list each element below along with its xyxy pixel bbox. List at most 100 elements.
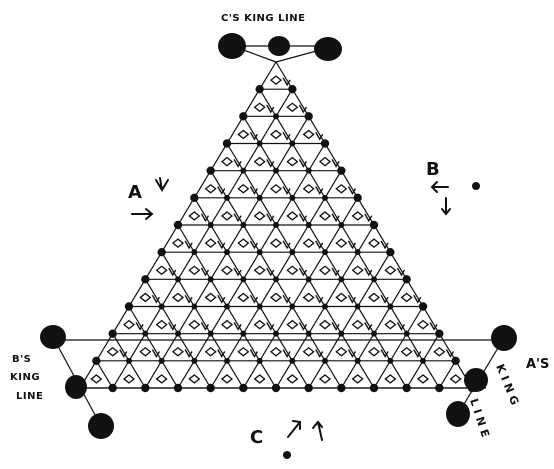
grid-diamond-mark (108, 348, 118, 356)
grid-diamond-mark (140, 348, 150, 356)
grid-diamond-mark (189, 212, 199, 220)
grid-diamond-mark (336, 239, 346, 247)
a-king-piece-top (491, 325, 517, 351)
grid-diamond-mark (320, 266, 330, 274)
grid-diagonal-line (129, 307, 178, 389)
grid-node (402, 384, 410, 392)
grid-diamond-mark (222, 212, 232, 220)
grid-node (337, 166, 345, 174)
grid-node (420, 358, 426, 364)
grid-diamond-mark (385, 321, 395, 329)
grid-diamond-mark (124, 375, 134, 383)
grid-diamond-mark (287, 375, 297, 383)
grid-node (208, 331, 214, 337)
grid-node (272, 384, 280, 392)
grid-node (273, 276, 279, 282)
grid-node (257, 304, 263, 310)
grid-diagonal-line (113, 89, 293, 388)
grid-diamond-mark (320, 212, 330, 220)
grid-diamond-mark (173, 348, 183, 356)
grid-node (224, 304, 230, 310)
grid-diamond-mark (255, 375, 265, 383)
a-king-piece-middle (464, 368, 488, 392)
grid-diamond-mark (173, 293, 183, 301)
grid-diamond-mark (369, 348, 379, 356)
grid-node (157, 248, 165, 256)
grid-node (451, 357, 459, 365)
grid-node (191, 304, 197, 310)
player-b-dot (472, 182, 480, 190)
a-king-line-label-1: A'S (526, 357, 549, 372)
grid-diamond-mark (206, 293, 216, 301)
grid-diamond-mark (91, 375, 101, 383)
grid-diamond-mark (157, 375, 167, 383)
grid-diamond-mark (222, 158, 232, 166)
c-king-piece-left (218, 33, 246, 59)
grid-diamond-mark (140, 293, 150, 301)
b-king-pieces (40, 325, 114, 439)
a-king-line-label-2: KING (493, 362, 523, 410)
grid-diamond-mark (189, 266, 199, 274)
grid-diamond-mark (304, 239, 314, 247)
grid-node (240, 168, 246, 174)
grid-node (257, 141, 263, 147)
grid-node (206, 384, 214, 392)
grid-node (273, 331, 279, 337)
grid-diamond-mark (271, 76, 281, 84)
grid-diamond-mark (271, 293, 281, 301)
grid-diamond-mark (402, 293, 412, 301)
grid-node (190, 194, 198, 202)
grid-diamond-mark (222, 375, 232, 383)
grid-diamond-mark (255, 321, 265, 329)
grid-node (306, 168, 312, 174)
grid-diamond-mark (287, 321, 297, 329)
grid-diamond-mark (124, 321, 134, 329)
grid-node (288, 85, 296, 93)
grid-diamond-mark (238, 348, 248, 356)
grid-diamond-mark (434, 348, 444, 356)
grid-node (289, 195, 295, 201)
c-king-line-label: C'S KING LINE (221, 13, 305, 24)
grid-diamond-mark (353, 266, 363, 274)
grid-diamond-mark (271, 130, 281, 138)
c-king-piece-middle (268, 36, 290, 56)
grid-diamond-mark (238, 130, 248, 138)
grid-diagonal-line (96, 361, 112, 388)
grid-diamond-mark (385, 375, 395, 383)
grid-diamond-mark (271, 348, 281, 356)
grid-node (306, 331, 312, 337)
player-a-label: A (128, 182, 142, 203)
grid-node (338, 276, 344, 282)
grid-node (322, 249, 328, 255)
grid-node (174, 384, 182, 392)
grid-node (353, 194, 361, 202)
grid-diamond-mark (173, 239, 183, 247)
grid-node (208, 276, 214, 282)
grid-node (126, 358, 132, 364)
grid-node (240, 276, 246, 282)
grid-diamond-mark (336, 185, 346, 193)
grid-diamond-mark (304, 293, 314, 301)
grid-diamond-mark (418, 321, 428, 329)
grid-node (355, 304, 361, 310)
grid-node (289, 249, 295, 255)
grid-diamond-mark (206, 239, 216, 247)
c-arrow-up-icon (313, 422, 322, 440)
grid-node (370, 221, 378, 229)
grid-diagonal-line (260, 89, 440, 388)
grid-node (386, 248, 394, 256)
grid-node (206, 166, 214, 174)
grid-node (224, 195, 230, 201)
grid-node (355, 358, 361, 364)
grid-diamond-mark (238, 185, 248, 193)
grid-lines (53, 46, 504, 426)
c-king-pieces (218, 33, 342, 61)
b-king-line-label-1: B'S (12, 354, 31, 365)
grid-diamond-mark (353, 212, 363, 220)
grid-diamond-mark (271, 185, 281, 193)
b-king-line-label-2: KING (10, 372, 40, 383)
grid-node (371, 276, 377, 282)
grid-diagonal-line (374, 307, 423, 389)
grid-node (355, 249, 361, 255)
